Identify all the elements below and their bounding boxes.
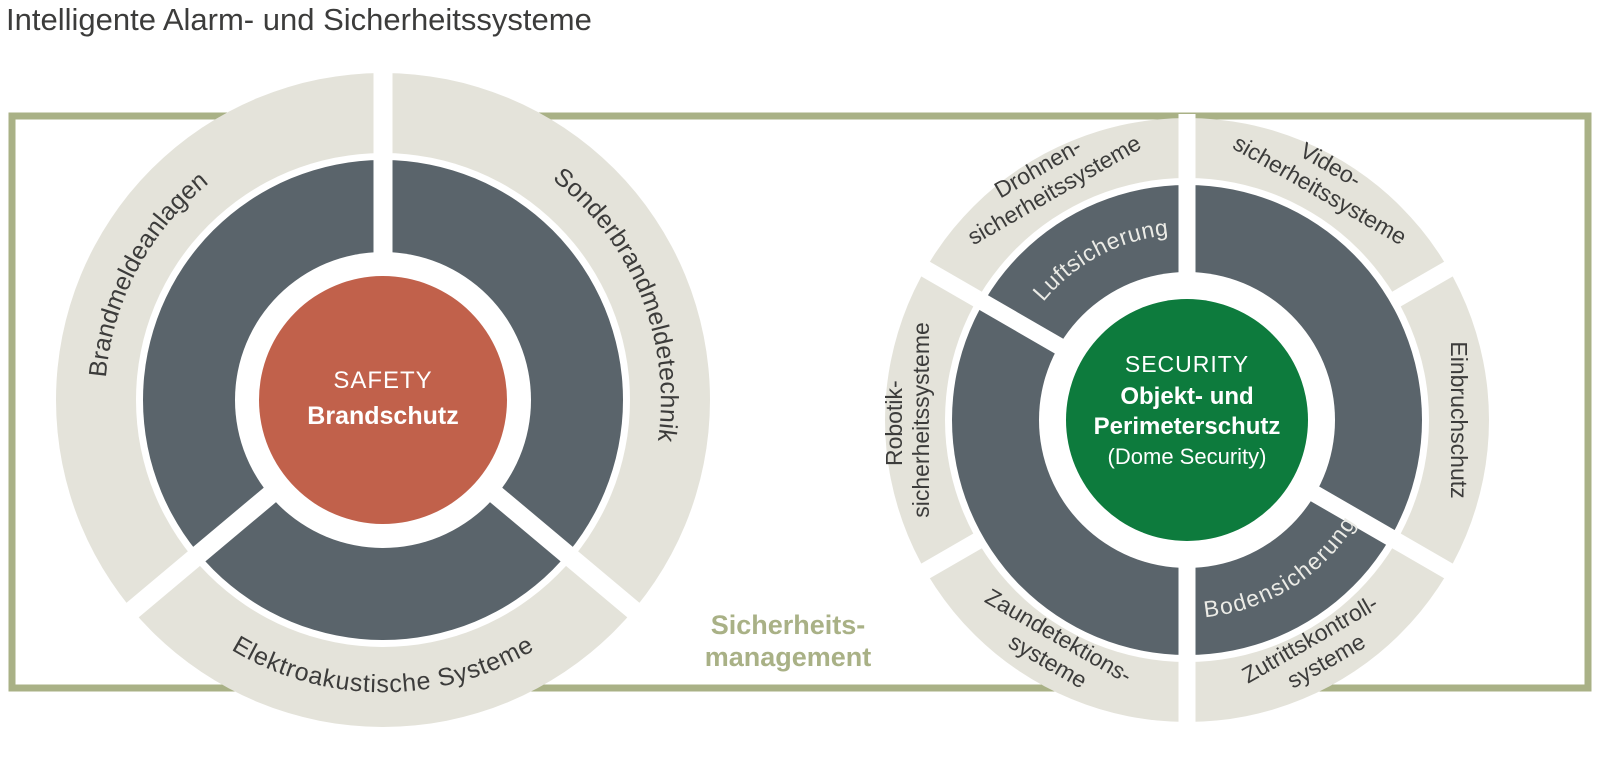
- management-frame-border: [8, 112, 1592, 692]
- safety-circle: SAFETY Brandschutz Brandmeldeanlagen Son…: [56, 70, 710, 727]
- segment-separator: [1388, 259, 1457, 309]
- safety-center-disc: [259, 276, 507, 524]
- label-robotik-sicherheitssysteme: Robotik- sicherheitssysteme: [881, 322, 934, 518]
- security-center-subtitle-1: Objekt- und: [1120, 383, 1253, 410]
- safety-center-title: SAFETY: [333, 367, 432, 394]
- page-title: Intelligente Alarm- und Sicherheitssyste…: [6, 2, 592, 37]
- security-center-disc: [1066, 299, 1308, 541]
- security-center-subtitle-2: Perimeterschutz: [1094, 413, 1281, 440]
- label-einbruchschutz: Einbruchschutz: [1446, 341, 1472, 498]
- security-circle: SECURITY Objekt- und Perimeterschutz (Do…: [881, 114, 1489, 726]
- security-center-title: SECURITY: [1125, 351, 1249, 377]
- management-label-line1: Sicherheits-: [711, 610, 866, 640]
- management-label-line2: management: [705, 642, 872, 672]
- security-center-note: (Dome Security): [1108, 444, 1267, 469]
- segment-separator: [917, 531, 986, 581]
- safety-center-subtitle: Brandschutz: [307, 402, 458, 430]
